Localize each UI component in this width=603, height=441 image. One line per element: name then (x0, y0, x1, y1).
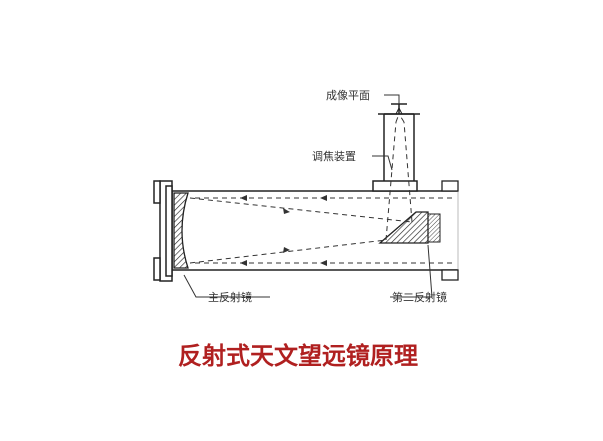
tube-flanges (441, 180, 459, 281)
secondary-mirror (378, 211, 429, 244)
ray-arrows (240, 195, 327, 266)
label-focusing-device: 调焦装置 (312, 150, 356, 163)
primary-mirror (173, 192, 189, 269)
label-focal-plane: 成像平面 (326, 89, 370, 102)
label-primary-mirror: 主反射镜 (208, 290, 252, 304)
leader-lines (183, 94, 433, 298)
diagram-caption: 反射式天文望远镜原理 (178, 342, 418, 370)
label-secondary-mirror: 第二反射镜 (392, 290, 447, 304)
secondary-mirror-holder (427, 213, 441, 243)
focusing-device (372, 103, 420, 192)
tube-end-cap (153, 180, 173, 282)
